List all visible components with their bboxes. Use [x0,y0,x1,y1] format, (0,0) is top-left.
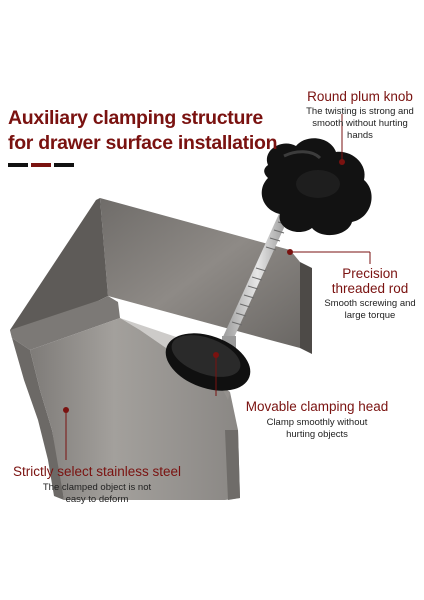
title-underline-bars [8,163,74,167]
clamp-top-plate [10,198,312,354]
callout-knob-heading: Round plum knob [307,89,413,104]
bar-dark-1 [8,163,28,167]
callout-head: Movable clamping head Clamp smoothly wit… [237,399,397,441]
callout-rod-heading-2: threaded rod [331,281,409,296]
steel-marker [63,407,69,413]
callout-steel: Strictly select stainless steel The clam… [2,464,192,506]
clamp-side-wall [10,296,120,500]
clamping-head [165,333,251,391]
head-marker [213,352,219,358]
callout-steel-heading: Strictly select stainless steel [12,464,182,479]
callout-knob-sub: The twisting is strong and smooth withou… [306,106,414,141]
bar-red [31,163,51,167]
headline-line-1: Auxiliary clamping structure [8,107,263,129]
callout-head-heading: Movable clamping head [245,399,389,414]
knob-marker [339,159,345,165]
headline-line-2: for drawer surface installation [8,132,278,154]
callout-rod-sub-1: Smooth screwing and [324,298,416,309]
callout-head-sub-2: hurting objects [286,429,348,440]
callout-lines [63,114,371,460]
callout-rod: Precision threaded rod Smooth screwing a… [318,266,422,322]
callout-steel-sub-2: easy to deform [65,494,129,505]
callout-rod-sub-2: large torque [344,310,396,321]
callout-rod-heading-1: Precision [342,266,398,281]
bar-dark-2 [54,163,74,167]
callout-head-sub-1: Clamp smoothly without [266,417,368,428]
callout-steel-sub-1: The clamped object is not [42,482,152,493]
rod-marker [287,249,293,255]
headline: Auxiliary clamping structure for drawer … [8,106,288,156]
callout-knob: Round plum knob The twisting is strong a… [296,89,424,142]
